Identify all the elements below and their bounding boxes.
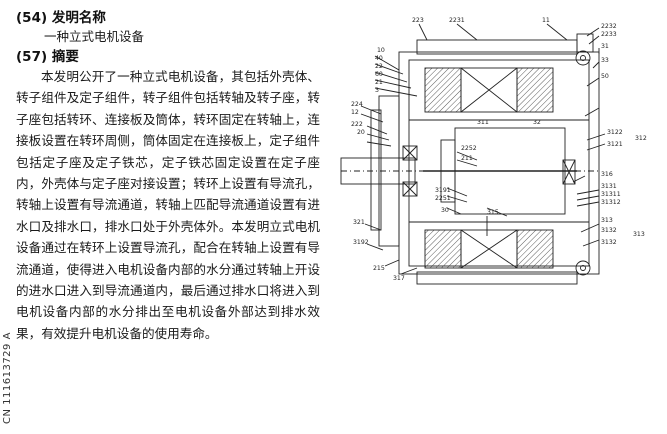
- label-33: 33: [601, 57, 609, 64]
- label-10: 10: [377, 47, 385, 54]
- invention-name-heading: (54) 发明名称: [16, 10, 106, 26]
- label-50: 50: [601, 73, 609, 80]
- label-312: 312: [635, 135, 647, 142]
- label-222: 222: [351, 121, 363, 128]
- label-3132: 3132: [601, 227, 617, 234]
- label-2231: 2231: [449, 17, 465, 24]
- top-bolt: [575, 50, 591, 66]
- label-30: 30: [441, 207, 449, 214]
- label-20: 20: [357, 129, 365, 136]
- flange-ring: [370, 109, 382, 231]
- label-31: 31: [601, 43, 609, 50]
- label-311: 311: [477, 119, 489, 126]
- label-31311: 31311: [601, 191, 621, 198]
- label-3131: 3131: [601, 183, 617, 190]
- shaft: [340, 157, 416, 185]
- top-terminal: [576, 33, 594, 53]
- label-11: 11: [542, 17, 550, 24]
- label-3132-lower: 3132: [601, 239, 617, 246]
- label-317: 317: [393, 275, 405, 282]
- label-211: 211: [461, 155, 473, 162]
- label-223: 223: [412, 17, 424, 24]
- label-315: 315: [487, 209, 499, 216]
- publication-number: CN 111613729 A: [2, 332, 13, 424]
- stator-core-top-left: [424, 67, 462, 113]
- label-2233: 2233: [601, 31, 617, 38]
- label-3122: 3122: [607, 129, 623, 136]
- label-12: 12: [351, 109, 359, 116]
- label-40: 40: [375, 55, 383, 62]
- bearing-right: [562, 159, 576, 185]
- label-21: 21: [375, 79, 383, 86]
- stator-core-bottom-right: [516, 229, 554, 269]
- bearing-left-lower: [402, 181, 418, 197]
- label-316: 316: [601, 171, 613, 178]
- stator-seat: [408, 59, 590, 267]
- stator-winding-top: [460, 67, 518, 113]
- label-60: 60: [375, 71, 383, 78]
- bottom-cover: [416, 271, 578, 285]
- label-2251: 2251: [435, 195, 451, 202]
- bearing-left-upper: [402, 145, 418, 161]
- label-22: 22: [375, 63, 383, 70]
- label-2252: 2252: [461, 145, 477, 152]
- label-313-bracket: 313: [633, 231, 645, 238]
- label-3121: 3121: [607, 141, 623, 148]
- label-2232: 2232: [601, 23, 617, 30]
- stator-core-bottom-left: [424, 229, 462, 269]
- abstract-text: 本发明公开了一种立式电机设备，其包括外壳体、转子组件及定子组件，转子组件包括转轴…: [16, 69, 320, 341]
- leader-lines: [360, 23, 606, 275]
- label-3: 3: [375, 87, 379, 94]
- patent-drawing: 10 223 2231 11 40 2232 2233 22 60 31 21 …: [337, 10, 662, 292]
- label-3191: 3191: [435, 187, 451, 194]
- stator-core-top-right: [516, 67, 554, 113]
- label-321: 321: [353, 219, 365, 226]
- abstract-heading: (57) 摘要: [16, 49, 79, 65]
- label-3192: 3192: [353, 239, 369, 246]
- label-224: 224: [351, 101, 363, 108]
- label-313: 313: [601, 217, 613, 224]
- stator-winding-bottom: [460, 229, 518, 269]
- bottom-bolt: [575, 260, 591, 276]
- label-215: 215: [373, 265, 385, 272]
- label-32: 32: [533, 119, 541, 126]
- label-31312: 31312: [601, 199, 621, 206]
- invention-name: 一种立式电机设备: [44, 29, 145, 44]
